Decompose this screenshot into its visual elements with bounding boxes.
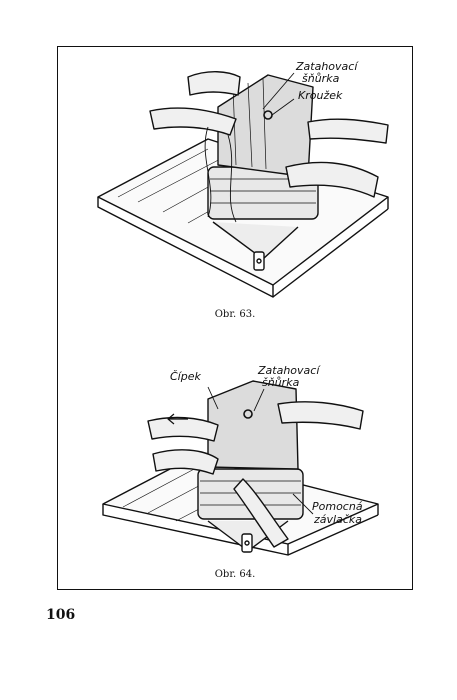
label-zatahovaci-2: Zatahovací <box>258 364 320 377</box>
label-snurka-2: šňůrka <box>262 376 300 389</box>
label-zavlacka: závlačka <box>314 513 362 526</box>
label-krouzek: Kroužek <box>298 89 343 102</box>
figure-64-illustration <box>102 380 379 556</box>
label-cipek: Čípek <box>170 370 201 383</box>
caption-obr-64: Obr. 64. <box>214 569 256 580</box>
label-pomocna: Pomocná <box>312 500 363 513</box>
page-number: 106 <box>46 607 76 623</box>
figure-63: Zatahovací šňůrka Kroužek <box>58 47 412 309</box>
page-frame: Zatahovací šňůrka Kroužek Obr. 63. <box>57 46 413 590</box>
label-snurka: šňůrka <box>302 72 340 85</box>
figure-64: Čípek Zatahovací šňůrka Pomocná závlačka <box>58 329 412 565</box>
figure-63-illustration <box>97 71 389 298</box>
label-zatahovaci: Zatahovací <box>296 60 358 73</box>
caption-obr-63: Obr. 63. <box>214 309 256 320</box>
